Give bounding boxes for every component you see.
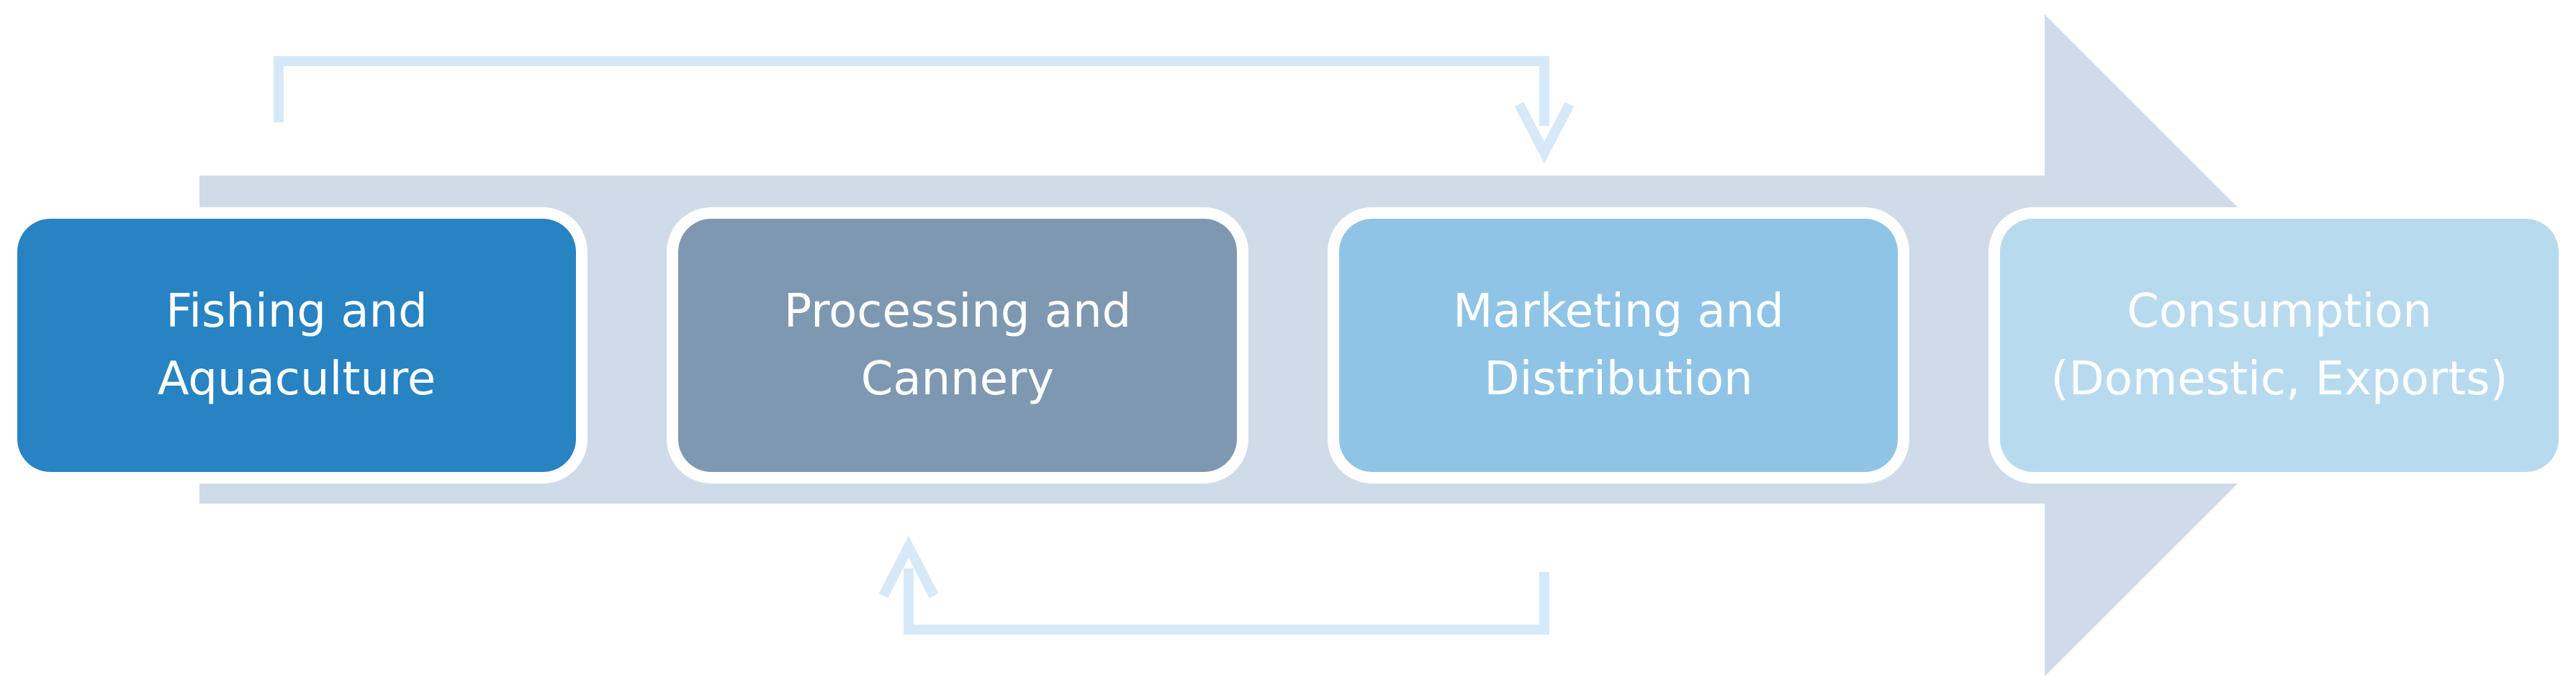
stage-consumption: Consumption (Domestic, Exports) (1989, 207, 2570, 484)
stage-label-line1: Processing and (783, 285, 1132, 338)
stage-label-line1: Consumption (2127, 285, 2432, 338)
stage-fishing-and-aquaculture: Fishing and Aquaculture (6, 207, 587, 484)
stage-label-line1: Fishing and (166, 285, 428, 338)
stage-label: Processing and Cannery (784, 278, 1132, 413)
stage-label: Consumption (Domestic, Exports) (2050, 278, 2508, 413)
stage-label-line2: (Domestic, Exports) (2050, 353, 2508, 406)
stage-label-line1: Marketing and (1453, 285, 1784, 338)
stage-label-line2: Distribution (1484, 353, 1753, 406)
stage-processing-and-cannery: Processing and Cannery (667, 207, 1248, 484)
stage-label-line2: Aquaculture (157, 353, 436, 406)
stage-marketing-and-distribution: Marketing and Distribution (1328, 207, 1909, 484)
stage-label: Marketing and Distribution (1453, 278, 1784, 413)
stage-label-line2: Cannery (860, 353, 1055, 406)
stage-label: Fishing and Aquaculture (158, 278, 436, 413)
top-bypass-arrow (274, 56, 1575, 164)
bottom-return-arrow (878, 535, 1549, 635)
